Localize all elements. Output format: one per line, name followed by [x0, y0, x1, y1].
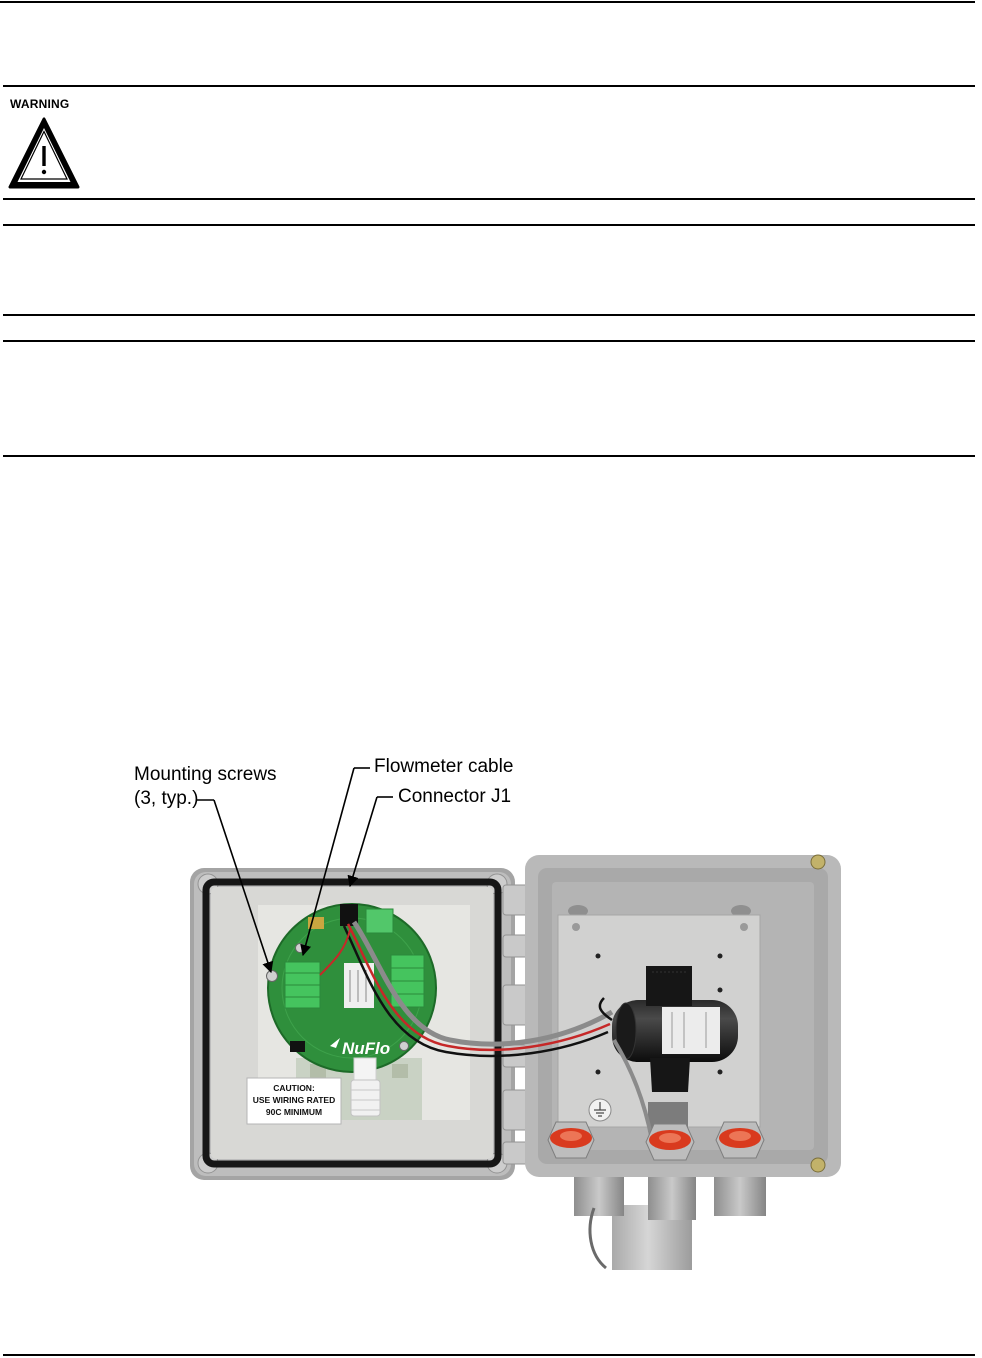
leader-connector-j1: [347, 796, 378, 888]
ribbon-cable: [350, 1057, 381, 1117]
callout-leaders: [196, 767, 393, 974]
flowmeter-cable: [319, 920, 654, 1141]
battery-pack: [612, 966, 738, 1092]
leader-flowmeter-cable: [300, 767, 355, 957]
horizontal-rule: [3, 198, 975, 200]
mounting-screw: [266, 970, 278, 982]
board-label: [344, 963, 374, 1008]
horizontal-rule: [3, 340, 975, 342]
warning-label: WARNING: [10, 97, 70, 111]
battery-strap: [646, 966, 692, 1006]
horizontal-rule: [3, 314, 975, 316]
enclosure-photo: NuFlo CAUTION: USE WIRING RATED 90C MINI…: [190, 767, 841, 1270]
flowmeter-cable-plug: [340, 904, 358, 926]
horizontal-rule: [3, 1354, 975, 1356]
nuflo-logo-icon: [330, 1038, 340, 1048]
callout-mounting-screws: Mounting screws: [134, 764, 277, 785]
mounting-screw: [399, 1041, 409, 1051]
callout-flowmeter-cable: Flowmeter cable: [374, 756, 514, 777]
callout-mounting-screws-count: (3, typ.): [134, 788, 199, 809]
horizontal-rule: [3, 85, 975, 87]
enclosure-hinges: [502, 884, 530, 1165]
battery-strap: [650, 1058, 690, 1092]
warning-triangle-icon: [8, 117, 80, 189]
callout-connector-j1: Connector J1: [398, 786, 512, 807]
hanging-cable: [588, 1207, 607, 1270]
connector-j1: [365, 908, 394, 934]
mounting-screw: [295, 943, 305, 953]
horizontal-rule: [3, 455, 975, 457]
caution-label: CAUTION: USE WIRING RATED 90C MINIMUM: [246, 1077, 342, 1125]
leader-mounting-screws: [213, 799, 274, 974]
caution-label-line: CAUTION:: [273, 1083, 315, 1093]
board-header: [290, 1041, 305, 1052]
horizontal-rule: [0, 1, 975, 3]
latch: [810, 854, 826, 870]
caution-label-line: USE WIRING RATED: [253, 1095, 335, 1105]
conduit-fittings: [547, 1121, 765, 1161]
latch: [810, 1157, 826, 1173]
board-logo: NuFlo: [342, 1039, 390, 1058]
enclosure-body: [525, 854, 841, 1177]
caution-label-line: 90C MINIMUM: [266, 1107, 322, 1117]
conduit-fittings-lower: [574, 1172, 766, 1220]
horizontal-rule: [3, 224, 975, 226]
